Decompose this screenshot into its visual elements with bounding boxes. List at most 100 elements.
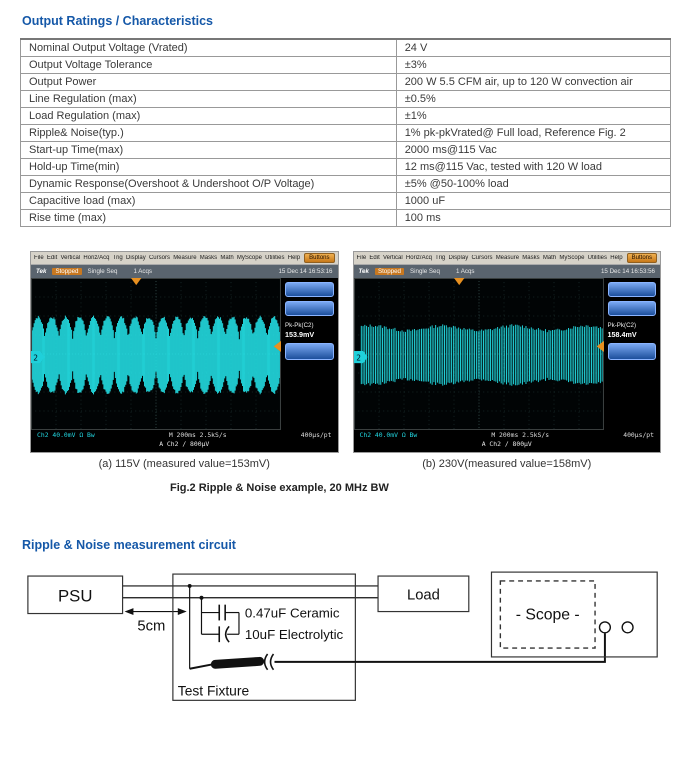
menu-vertical[interactable]: Vertical bbox=[60, 255, 81, 261]
trigger-readout: A Ch2 ∕ 800μV bbox=[481, 440, 532, 448]
timebase-readout: M 200ms 2.5kS/s bbox=[491, 431, 550, 439]
distance-label: 5cm bbox=[137, 618, 165, 634]
menu-edit[interactable]: Edit bbox=[46, 255, 58, 261]
menu-trig[interactable]: Trig bbox=[112, 255, 123, 261]
menu-math[interactable]: Math bbox=[220, 255, 234, 261]
trigger-position-marker bbox=[131, 278, 142, 286]
rating-label: Ripple& Noise(typ.) bbox=[20, 124, 397, 142]
datasheet-page: Output Ratings / Characteristics Nominal… bbox=[20, 14, 672, 701]
menu-help[interactable]: Help bbox=[610, 255, 623, 261]
menu-help[interactable]: Help bbox=[287, 255, 301, 261]
rating-value: 200 W 5.5 CFM air, up to 120 W convectio… bbox=[395, 73, 672, 91]
menu-cursors[interactable]: Cursors bbox=[148, 255, 170, 261]
scope-screen: 2 bbox=[353, 278, 604, 430]
menu-measure[interactable]: Measure bbox=[173, 255, 197, 261]
side-button-3[interactable] bbox=[607, 343, 656, 361]
pkpk-label: Pk-Pk(C2) bbox=[607, 322, 637, 329]
trigger-readout: A Ch2 ∕ 800μV bbox=[159, 440, 210, 448]
menu-utilities[interactable]: Utilities bbox=[587, 255, 608, 261]
samplerate-readout: 400μs/pt bbox=[623, 431, 654, 439]
side-button-2[interactable] bbox=[607, 301, 656, 316]
pkpk-label: Pk-Pk(C2) bbox=[285, 322, 314, 329]
pkpk-value: 153.9mV bbox=[285, 330, 315, 340]
menu-myscope[interactable]: MyScope bbox=[236, 255, 262, 261]
rating-label: Rise time (max) bbox=[20, 209, 397, 227]
rating-label: Capacitive load (max) bbox=[20, 192, 397, 210]
channel-2-marker bbox=[353, 350, 368, 364]
figure-captions: (a) 115V (measured value=153mV) (b) 230V… bbox=[30, 458, 661, 470]
figure-title: Fig.2 Ripple & Noise example, 20 MHz BW bbox=[170, 482, 389, 494]
rating-value: ±1% bbox=[395, 107, 672, 125]
waveform-trace bbox=[31, 315, 281, 395]
menu-display[interactable]: Display bbox=[126, 255, 146, 261]
tek-logo: Tek bbox=[36, 268, 47, 275]
menu-trig[interactable]: Trig bbox=[435, 255, 446, 261]
side-button-1[interactable] bbox=[607, 282, 656, 297]
menu-horizacq[interactable]: Horiz/Acq bbox=[405, 255, 432, 261]
cap2-label: 10uF Electrolytic bbox=[245, 627, 344, 642]
menu-masks[interactable]: Masks bbox=[199, 255, 218, 261]
pkpk-value: 158.4mV bbox=[607, 330, 637, 340]
cap1-label: 0.47uF Ceramic bbox=[245, 605, 340, 620]
menu-cursors[interactable]: Cursors bbox=[471, 255, 493, 261]
tek-logo: Tek bbox=[358, 268, 369, 275]
probe-cable bbox=[274, 633, 606, 663]
channel-2-marker bbox=[31, 350, 45, 364]
rating-value: 100 ms bbox=[395, 209, 672, 227]
scope-side-panel: Pk-Pk(C2) 153.9mV bbox=[281, 278, 338, 430]
trigger-position-marker bbox=[453, 278, 464, 286]
pkpk-readout: Pk-Pk(C2) 153.9mV bbox=[285, 322, 334, 339]
timebase-readout: M 200ms 2.5kS/s bbox=[168, 431, 227, 439]
buttons-button[interactable]: Buttons bbox=[304, 253, 335, 263]
ratings-row: Rise time (max)100 ms bbox=[20, 209, 672, 227]
rating-value: 1000 uF bbox=[395, 192, 672, 210]
menu-masks[interactable]: Masks bbox=[522, 255, 540, 261]
side-button-3[interactable] bbox=[285, 343, 334, 361]
menu-horizacq[interactable]: Horiz/Acq bbox=[83, 255, 110, 261]
rating-label: Line Regulation (max) bbox=[20, 90, 397, 108]
bnc-connector-2 bbox=[621, 621, 634, 634]
menu-myscope[interactable]: MyScope bbox=[559, 255, 585, 261]
rating-value: 12 ms@115 Vac, tested with 120 W load bbox=[395, 158, 672, 176]
ratings-table: Nominal Output Voltage (Vrated)24 V Outpu… bbox=[20, 38, 672, 227]
load-label: Load bbox=[407, 588, 440, 604]
channel-readout: Ch2 40.0mV Ω Bw bbox=[37, 431, 95, 439]
scope-main-area: 2 Pk-Pk(C2) 158.4mV bbox=[353, 278, 660, 430]
rating-value: 24 V bbox=[395, 38, 672, 57]
bnc-connector-1 bbox=[598, 621, 612, 634]
caption-a: (a) 115V (measured value=153mV) bbox=[98, 458, 270, 470]
scope-main-area: 2 Pk-Pk(C2) 153.9mV bbox=[31, 278, 338, 430]
psu-box bbox=[27, 575, 124, 615]
scope-readouts: Ch2 40.0mV Ω Bw M 200ms 2.5kS/s 400μs/pt… bbox=[31, 430, 338, 452]
menu-file[interactable]: File bbox=[34, 255, 44, 261]
menu-utilities[interactable]: Utilities bbox=[265, 255, 285, 261]
ratings-row: Dynamic Response(Overshoot & Undershoot … bbox=[20, 175, 672, 193]
ratings-row: Line Regulation (max)±0.5% bbox=[20, 90, 672, 108]
menu-file[interactable]: File bbox=[356, 255, 367, 261]
test-fixture-label: Test Fixture bbox=[178, 683, 250, 698]
acq-count: 1 Acqs bbox=[133, 268, 153, 275]
side-button-1[interactable] bbox=[285, 282, 334, 297]
section-title-measurement-circuit: Ripple & Noise measurement circuit bbox=[22, 538, 236, 552]
ratings-row: Nominal Output Voltage (Vrated)24 V bbox=[20, 38, 672, 57]
timestamp: 15 Dec 14 16:53:16 bbox=[278, 268, 333, 275]
menu-math[interactable]: Math bbox=[542, 255, 557, 261]
menu-measure[interactable]: Measure bbox=[495, 255, 520, 261]
arrowhead-right bbox=[177, 608, 187, 616]
menu-edit[interactable]: Edit bbox=[369, 255, 380, 261]
menu-vertical[interactable]: Vertical bbox=[382, 255, 403, 261]
run-state-badge: Stopped bbox=[374, 268, 404, 275]
buttons-button[interactable]: Buttons bbox=[626, 253, 657, 263]
side-button-2[interactable] bbox=[285, 301, 334, 316]
scope-readouts: Ch2 40.0mV Ω Bw M 200ms 2.5kS/s 400μs/pt… bbox=[353, 430, 660, 452]
rating-value: 2000 ms@115 Vac bbox=[395, 141, 672, 159]
menu-display[interactable]: Display bbox=[448, 255, 469, 261]
rating-label: Load Regulation (max) bbox=[20, 107, 397, 125]
trigger-level-marker bbox=[273, 340, 281, 352]
